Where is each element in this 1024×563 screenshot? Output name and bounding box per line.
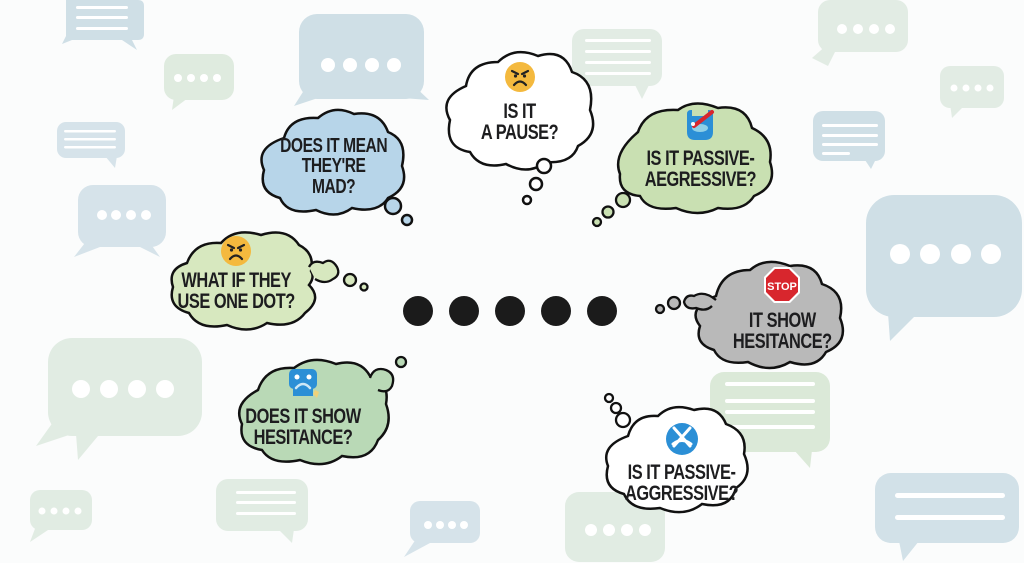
thought-text: IS IT PASSIVE- AGGRESSIVE?	[625, 461, 739, 506]
angry-face-icon	[221, 236, 251, 266]
bg-chat-bubble-lines	[216, 479, 310, 545]
thought-text: DOES IT SHOW HESITANCE?	[245, 405, 361, 450]
bg-chat-bubble-dots	[164, 54, 236, 112]
thought-text: IS IT A PAUSE?	[481, 100, 559, 145]
cloud-shape	[445, 50, 595, 206]
typing-indicator-dots	[403, 296, 617, 326]
bg-chat-bubble-lines	[813, 111, 887, 171]
bg-chat-bubble-dots	[940, 66, 1006, 120]
cloud-shape	[603, 392, 749, 514]
cloud-shape	[654, 260, 845, 370]
bg-chat-bubble-dots	[404, 501, 480, 559]
cloud-shape	[591, 102, 774, 228]
thought-text: IT SHOW HESITANCE?	[732, 309, 832, 354]
typing-dot	[449, 296, 479, 326]
thought-text: WHAT IF THEY USE ONE DOT?	[177, 269, 295, 314]
angry-face-icon	[505, 62, 535, 92]
typing-dot	[587, 296, 617, 326]
thought-bubble-hesitance: DOES IT SHOW HESITANCE?	[232, 354, 412, 474]
typing-dot	[495, 296, 525, 326]
thought-bubble-stop-hesitance: STOP IT SHOW HESITANCE?	[650, 256, 862, 374]
bg-chat-bubble-lines	[875, 473, 1021, 563]
stop-sign-text: STOP	[767, 281, 797, 293]
cloud-shape	[170, 231, 369, 331]
thought-bubble-pause: IS IT A PAUSE?	[440, 44, 600, 210]
bg-chat-bubble-dots	[866, 195, 1024, 343]
thought-bubble-passive-aggressive-top: IS IT PASSIVE- AEGRESSIVE?	[590, 100, 790, 230]
thought-bubble-mad: DOES IT MEAN THEY'RE MAD?	[254, 104, 414, 228]
bg-chat-bubble-dots	[294, 14, 429, 114]
crossed-circle-icon	[666, 423, 698, 455]
thought-bubble-passive-aggressive-bottom: IS IT PASSIVE- AGGRESSIVE?	[598, 392, 758, 524]
bg-chat-bubble-lines	[57, 122, 127, 170]
thought-text: DOES IT MEAN THEY'RE MAD?	[280, 135, 388, 198]
thought-bubble-one-dot: WHAT IF THEY USE ONE DOT?	[165, 225, 375, 337]
bg-chat-bubble-lines	[572, 29, 664, 101]
typing-dot	[541, 296, 571, 326]
bg-chat-bubble-lines	[62, 0, 144, 52]
thought-text: IS IT PASSIVE- AEGRESSIVE?	[644, 147, 756, 192]
cloud-shape	[260, 108, 414, 227]
cup-with-pen-icon	[687, 110, 714, 140]
bg-chat-bubble-dots	[565, 492, 671, 562]
cloud-shape	[238, 355, 408, 466]
bg-chat-bubble-dots	[36, 338, 206, 462]
stop-sign-icon: STOP	[764, 267, 800, 303]
sad-robot-icon	[289, 369, 319, 398]
bg-chat-bubble-dots	[28, 490, 94, 546]
bg-chat-bubble-dots	[74, 185, 168, 261]
bg-chat-bubble-dots	[812, 0, 910, 68]
typing-dot	[403, 296, 433, 326]
